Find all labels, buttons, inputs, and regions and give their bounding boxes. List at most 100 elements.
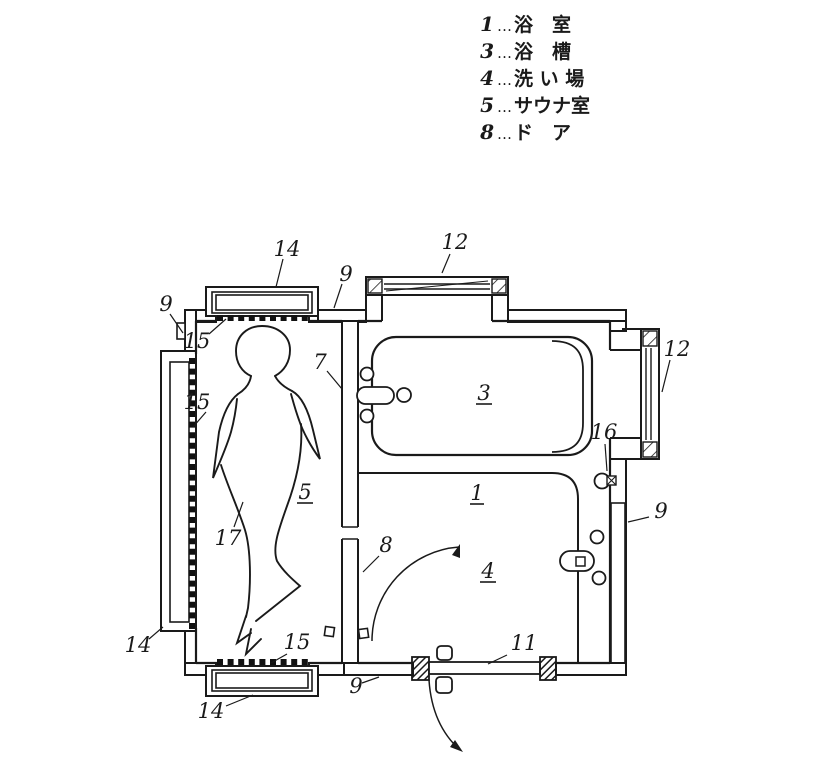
legend-term: 洗 い 場 [514, 68, 585, 90]
bathroom-outline [358, 319, 612, 665]
label-12-top: 12 [442, 230, 469, 254]
label-9-top-mid: 9 [339, 262, 352, 286]
person-right-arm [290, 390, 321, 460]
legend-separator: … [497, 71, 512, 89]
label-3-bathtub: 3 [477, 381, 490, 405]
fixtures [356, 366, 617, 586]
label-8-door: 8 [379, 533, 392, 557]
window-jamb-block [642, 330, 658, 347]
person-left-side [220, 464, 251, 618]
label-5-sauna: 5 [298, 480, 311, 504]
room-outlines [194, 319, 612, 665]
leader-line [169, 313, 184, 334]
label-11-door: 11 [511, 631, 538, 655]
door-swings [371, 544, 463, 752]
leader-line [487, 654, 508, 665]
leader-line [275, 258, 284, 288]
outer-walls [176, 309, 627, 676]
valve-16-cross [606, 475, 617, 486]
door-stop-block [357, 627, 370, 640]
sauna-room-outline [194, 319, 342, 665]
label-underlines [297, 403, 496, 583]
heater-panel [215, 672, 309, 689]
legend-row: 8 … ド ア [478, 118, 590, 145]
legend-number: 3 [480, 39, 494, 63]
plan-labels: 14 12 9 9 15 15 7 3 16 12 9 5 17 1 8 4 1… [125, 230, 691, 723]
label-9-top-left: 9 [159, 292, 172, 316]
legend-term: サウナ室 [514, 95, 591, 117]
bottom-wall-hatched [555, 662, 627, 676]
leader-line [441, 253, 451, 274]
door-11-leaf [428, 661, 541, 675]
leader-line [225, 694, 254, 707]
label-14-bottom: 14 [198, 699, 225, 723]
person-neck [237, 375, 293, 395]
label-4-washing-area: 4 [480, 559, 494, 583]
partition-wall-7 [323, 320, 370, 664]
window-jamb-block [491, 278, 507, 294]
legend-row: 1 … 浴 室 [478, 10, 590, 37]
label-9-bottom: 9 [349, 674, 362, 698]
label-12-right: 12 [664, 337, 691, 361]
leader-line [333, 283, 343, 309]
label-15-top: 15 [184, 329, 211, 353]
legend-separator: … [497, 44, 512, 62]
window-frame [640, 328, 660, 460]
label-9-right: 9 [654, 499, 667, 523]
leader-line [604, 443, 608, 472]
label-1-bathroom: 1 [470, 481, 483, 505]
label-15-bottom: 15 [284, 630, 311, 654]
bathtub-inner-rim [551, 340, 584, 453]
shower-knob [589, 529, 605, 545]
label-7: 7 [313, 350, 327, 374]
sauna-top-window-14 [205, 286, 319, 317]
shower-mixer-handle [575, 556, 586, 567]
legend-term: 浴 槽 [514, 41, 572, 63]
window-recess-lines [365, 295, 509, 321]
label-15-left: 15 [184, 390, 211, 414]
window-12-right [610, 328, 660, 460]
legend: 1 … 浴 室 3 … 浴 槽 4 … 洗 い 場 5 … サウナ室 8 … ド… [478, 10, 590, 145]
label-17-person: 17 [215, 526, 242, 550]
tub-faucet-knob [359, 408, 375, 424]
window-12-top [365, 276, 509, 321]
leader-line [661, 359, 671, 393]
legend-separator: … [497, 17, 512, 35]
sauna-bottom-window-14 [205, 665, 319, 697]
washing-area-divider [358, 472, 579, 663]
tub-faucet-knob [359, 366, 375, 382]
partition-joint-lines [342, 526, 358, 540]
heater-panel [169, 361, 190, 623]
person-feet [235, 615, 262, 657]
legend-separator: … [497, 125, 512, 143]
arrow-head-down [450, 740, 463, 752]
leader-line [208, 318, 227, 335]
window-glass-slash [385, 280, 489, 292]
legend-separator: … [497, 98, 512, 116]
partition-door-joint [341, 527, 359, 539]
label-14-left: 14 [125, 633, 152, 657]
legend-number: 4 [480, 66, 494, 90]
label-14-top: 14 [274, 237, 301, 261]
hinge-post-right [539, 656, 557, 681]
insulation-lines-15 [189, 315, 308, 665]
leader-line [361, 676, 380, 684]
window-jamb-block [367, 278, 383, 294]
leader-line [362, 555, 380, 573]
legend-row: 5 … サウナ室 [478, 91, 590, 118]
legend-number: 1 [480, 12, 494, 36]
leader-line [270, 653, 288, 664]
heater-panel [215, 294, 309, 311]
door-knob-lower [435, 676, 453, 694]
hinge-post-left [411, 656, 430, 681]
legend-number: 5 [480, 93, 494, 117]
person-left-arm [212, 393, 239, 479]
leader-line [192, 411, 207, 428]
label-16: 16 [591, 420, 618, 444]
leader-lines [148, 253, 671, 707]
leader-line [627, 516, 650, 523]
shower-knob [591, 570, 607, 586]
legend-row: 4 … 洗 い 場 [478, 64, 590, 91]
